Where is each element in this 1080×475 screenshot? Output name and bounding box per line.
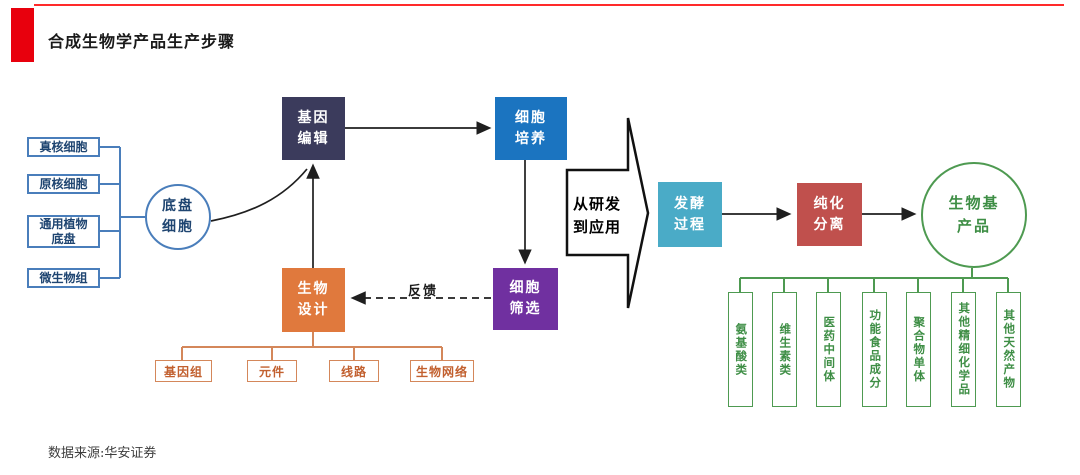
design-element-part: 元件 <box>247 360 297 382</box>
product-label: 聚合物单体 <box>912 315 927 384</box>
product-label: 维生素类 <box>778 322 793 377</box>
purification-box: 纯化 分离 <box>797 183 862 246</box>
page-title: 合成生物学产品生产步骤 <box>48 32 236 51</box>
gene-editing-box: 基因 编辑 <box>282 97 345 160</box>
bio-design-box: 生物 设计 <box>282 268 345 332</box>
chassis-input-microbiome: 微生物组 <box>27 268 100 288</box>
product-vitamins: 维生素类 <box>772 292 797 407</box>
product-label: 氨基酸类 <box>734 322 749 377</box>
product-fine-chemicals: 其他精细化学品 <box>951 292 976 407</box>
product-functional-food: 功能食品成分 <box>862 292 887 407</box>
product-label: 其他天然产物 <box>1002 309 1017 390</box>
product-natural-products: 其他天然产物 <box>996 292 1021 407</box>
design-element-genome: 基因组 <box>155 360 212 382</box>
fermentation-box: 发酵 过程 <box>658 182 722 247</box>
red-accent-line <box>34 4 1064 6</box>
cell-screening-box: 细胞 筛选 <box>493 268 558 330</box>
design-element-network: 生物网络 <box>410 360 474 382</box>
product-tree-lines <box>739 268 1009 292</box>
curve-chassis-to-geneedit <box>210 168 308 222</box>
data-source-label: 数据来源:华安证券 <box>48 446 157 461</box>
product-label: 其他精细化学品 <box>957 302 972 397</box>
product-amino-acids: 氨基酸类 <box>728 292 753 407</box>
transition-arrow-shape <box>565 117 650 309</box>
bio-based-product-circle: 生物基 产品 <box>921 162 1027 268</box>
chassis-input-prokaryotic: 原核细胞 <box>27 174 100 194</box>
product-polymer-monomers: 聚合物单体 <box>906 292 931 407</box>
design-tree-lines <box>181 332 443 360</box>
process-arrows <box>210 121 917 305</box>
product-label: 功能食品成分 <box>868 309 883 390</box>
transition-arrow-label: 从研发 到应用 <box>572 194 621 236</box>
product-label: 医药中间体 <box>822 315 837 384</box>
chassis-cell-circle: 底盘 细胞 <box>145 184 211 250</box>
design-element-circuit: 线路 <box>329 360 379 382</box>
cell-culture-box: 细胞 培养 <box>495 97 567 160</box>
chassis-input-eukaryotic: 真核细胞 <box>27 137 100 157</box>
product-pharma-intermediates: 医药中间体 <box>816 292 841 407</box>
feedback-label: 反馈 <box>407 284 438 299</box>
red-accent-square <box>11 8 34 62</box>
chassis-input-plant: 通用植物 底盘 <box>27 215 100 248</box>
chassis-bracket-lines <box>100 146 145 279</box>
